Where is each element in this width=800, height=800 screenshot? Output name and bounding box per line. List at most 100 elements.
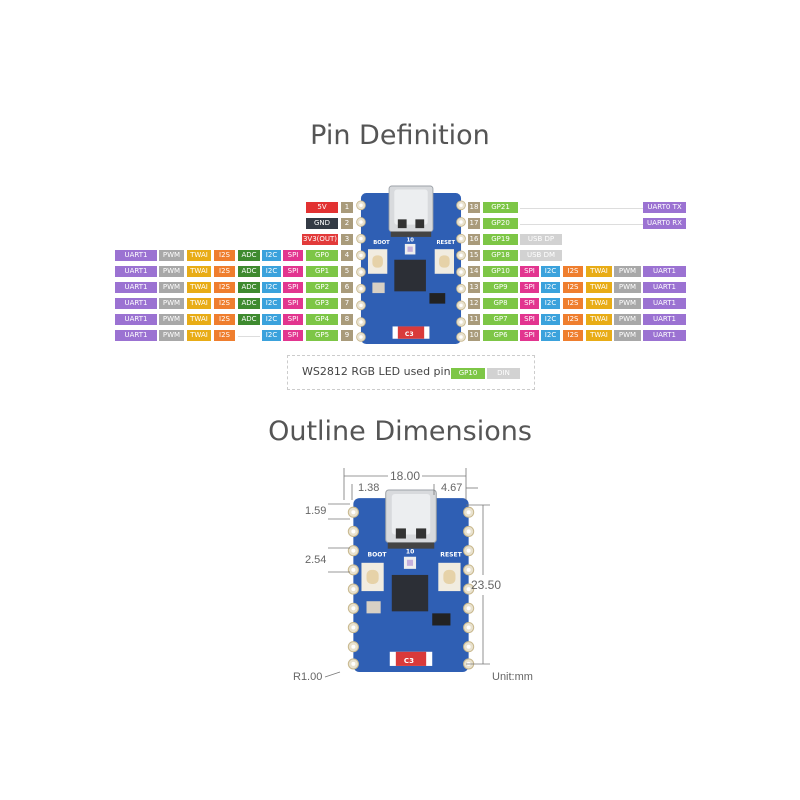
legend-function: DIN <box>487 368 520 379</box>
pin-number: 14 <box>468 266 480 277</box>
dim-usb-right: 4.67 <box>441 482 463 494</box>
pin-label-gnd: GND <box>306 218 338 229</box>
legend-pin: GP10 <box>451 368 485 379</box>
pin-label-i2s: I2S <box>214 250 235 261</box>
pin-label-gp: GP8 <box>483 298 518 309</box>
board-image-outline: BOOT 10 RESET C3 <box>347 489 475 673</box>
pin-label-uart: UART1 <box>115 314 157 325</box>
pin-label-i2c: I2C <box>262 250 281 261</box>
pin-label-uart: UART1 <box>115 266 157 277</box>
pin-label-pwm: PWM <box>614 330 641 341</box>
pin-label-spi: SPI <box>520 314 539 325</box>
pin-label-i2c: I2C <box>262 266 281 277</box>
pin-label-3v3: 3V3(OUT) <box>302 234 338 245</box>
pin-label-gp: GP2 <box>306 282 338 293</box>
pin-label-spi: SPI <box>520 330 539 341</box>
pin-number: 8 <box>341 314 353 325</box>
pin-label-i2s: I2S <box>563 314 583 325</box>
pin-label-twai: TWAI <box>586 298 612 309</box>
pin-label-adc: ADC <box>238 298 260 309</box>
pin-label-gp: GP5 <box>306 330 338 341</box>
pin-label-i2s: I2S <box>214 266 235 277</box>
pin-label-pwm: PWM <box>614 298 641 309</box>
pin-label-spi: SPI <box>283 266 303 277</box>
pin-definition-title: Pin Definition <box>310 120 490 151</box>
pin-label-gp: GP20 <box>483 218 518 229</box>
pin-label-spi: SPI <box>283 250 303 261</box>
pin-number: 10 <box>468 330 480 341</box>
pin-label-twai: TWAI <box>187 266 211 277</box>
pin-label-adc: ADC <box>238 250 260 261</box>
pin-label-gp: GP19 <box>483 234 518 245</box>
pin-label-uart0: UART0 RX <box>643 218 686 229</box>
reset-label: RESET <box>440 552 462 559</box>
pin-label-spi: SPI <box>283 330 303 341</box>
dim-top-pad: 1.59 <box>305 505 327 517</box>
connector-line <box>238 336 260 337</box>
pin-number: 9 <box>341 330 353 341</box>
pin-label-pwm: PWM <box>159 330 184 341</box>
pin-label-i2s: I2S <box>563 298 583 309</box>
pin-label-twai: TWAI <box>586 330 612 341</box>
pin-label-i2s: I2S <box>214 298 235 309</box>
outline-dimensions-title: Outline Dimensions <box>268 416 532 447</box>
pin-number: 15 <box>468 250 480 261</box>
pin-label-pwm: PWM <box>614 266 641 277</box>
pin-label-pwm: PWM <box>159 266 184 277</box>
pin-number: 12 <box>468 298 480 309</box>
dim-width: 18.00 <box>390 469 421 483</box>
pin-label-pwm: PWM <box>159 250 184 261</box>
pin-label-i2c: I2C <box>262 282 281 293</box>
led-label: 10 <box>407 237 415 243</box>
pin-label-adc: ADC <box>238 314 260 325</box>
pin-label-i2c: I2C <box>541 298 560 309</box>
pin-label-gp: GP1 <box>306 266 338 277</box>
pin-label-gp: GP0 <box>306 250 338 261</box>
pin-label-uart: UART1 <box>643 330 686 341</box>
pin-label-gp: GP21 <box>483 202 518 213</box>
led-label: 10 <box>406 549 414 556</box>
dim-height: 23.50 <box>471 578 502 592</box>
pin-number: 3 <box>341 234 353 245</box>
pin-label-i2c: I2C <box>541 330 560 341</box>
pin-label-i2c: I2C <box>262 314 281 325</box>
pin-number: 13 <box>468 282 480 293</box>
pin-label-i2c: I2C <box>541 266 560 277</box>
pin-label-spi: SPI <box>520 298 539 309</box>
pin-number: 2 <box>341 218 353 229</box>
pin-label-i2s: I2S <box>563 266 583 277</box>
pin-label-i2s: I2S <box>214 314 235 325</box>
pin-label-twai: TWAI <box>187 298 211 309</box>
pin-number: 16 <box>468 234 480 245</box>
dim-unit: Unit:mm <box>492 671 533 683</box>
pin-label-uart: UART1 <box>115 330 157 341</box>
pin-label-i2s: I2S <box>563 330 583 341</box>
pin-number: 17 <box>468 218 480 229</box>
reset-label: RESET <box>436 240 455 246</box>
pin-label-uart: UART1 <box>643 298 686 309</box>
pin-label-i2c: I2C <box>262 330 281 341</box>
connector-line <box>520 208 643 209</box>
pin-label-5v: 5V <box>306 202 338 213</box>
pin-label-pwm: PWM <box>159 298 184 309</box>
pin-number: 6 <box>341 282 353 293</box>
dim-pitch: 2.54 <box>305 554 327 566</box>
dim-radius: R1.00 <box>293 671 323 683</box>
pin-label-pwm: PWM <box>614 314 641 325</box>
boot-label: BOOT <box>373 240 390 246</box>
board-image-top: BOOT 10 RESET C3 <box>356 185 466 345</box>
pin-label-uart: UART1 <box>643 314 686 325</box>
connector-line <box>520 224 643 225</box>
dim-usb-left: 1.38 <box>358 482 380 494</box>
pin-label-twai: TWAI <box>586 314 612 325</box>
pin-label-spi: SPI <box>283 298 303 309</box>
pin-number: 7 <box>341 298 353 309</box>
pin-label-uart: UART1 <box>115 282 157 293</box>
boot-label: BOOT <box>368 552 388 559</box>
pin-label-usb: USB DM <box>520 250 562 261</box>
pin-label-spi: SPI <box>520 282 539 293</box>
pin-label-twai: TWAI <box>187 282 211 293</box>
pin-label-gp: GP6 <box>483 330 518 341</box>
pin-label-twai: TWAI <box>187 314 211 325</box>
pin-label-spi: SPI <box>283 314 303 325</box>
